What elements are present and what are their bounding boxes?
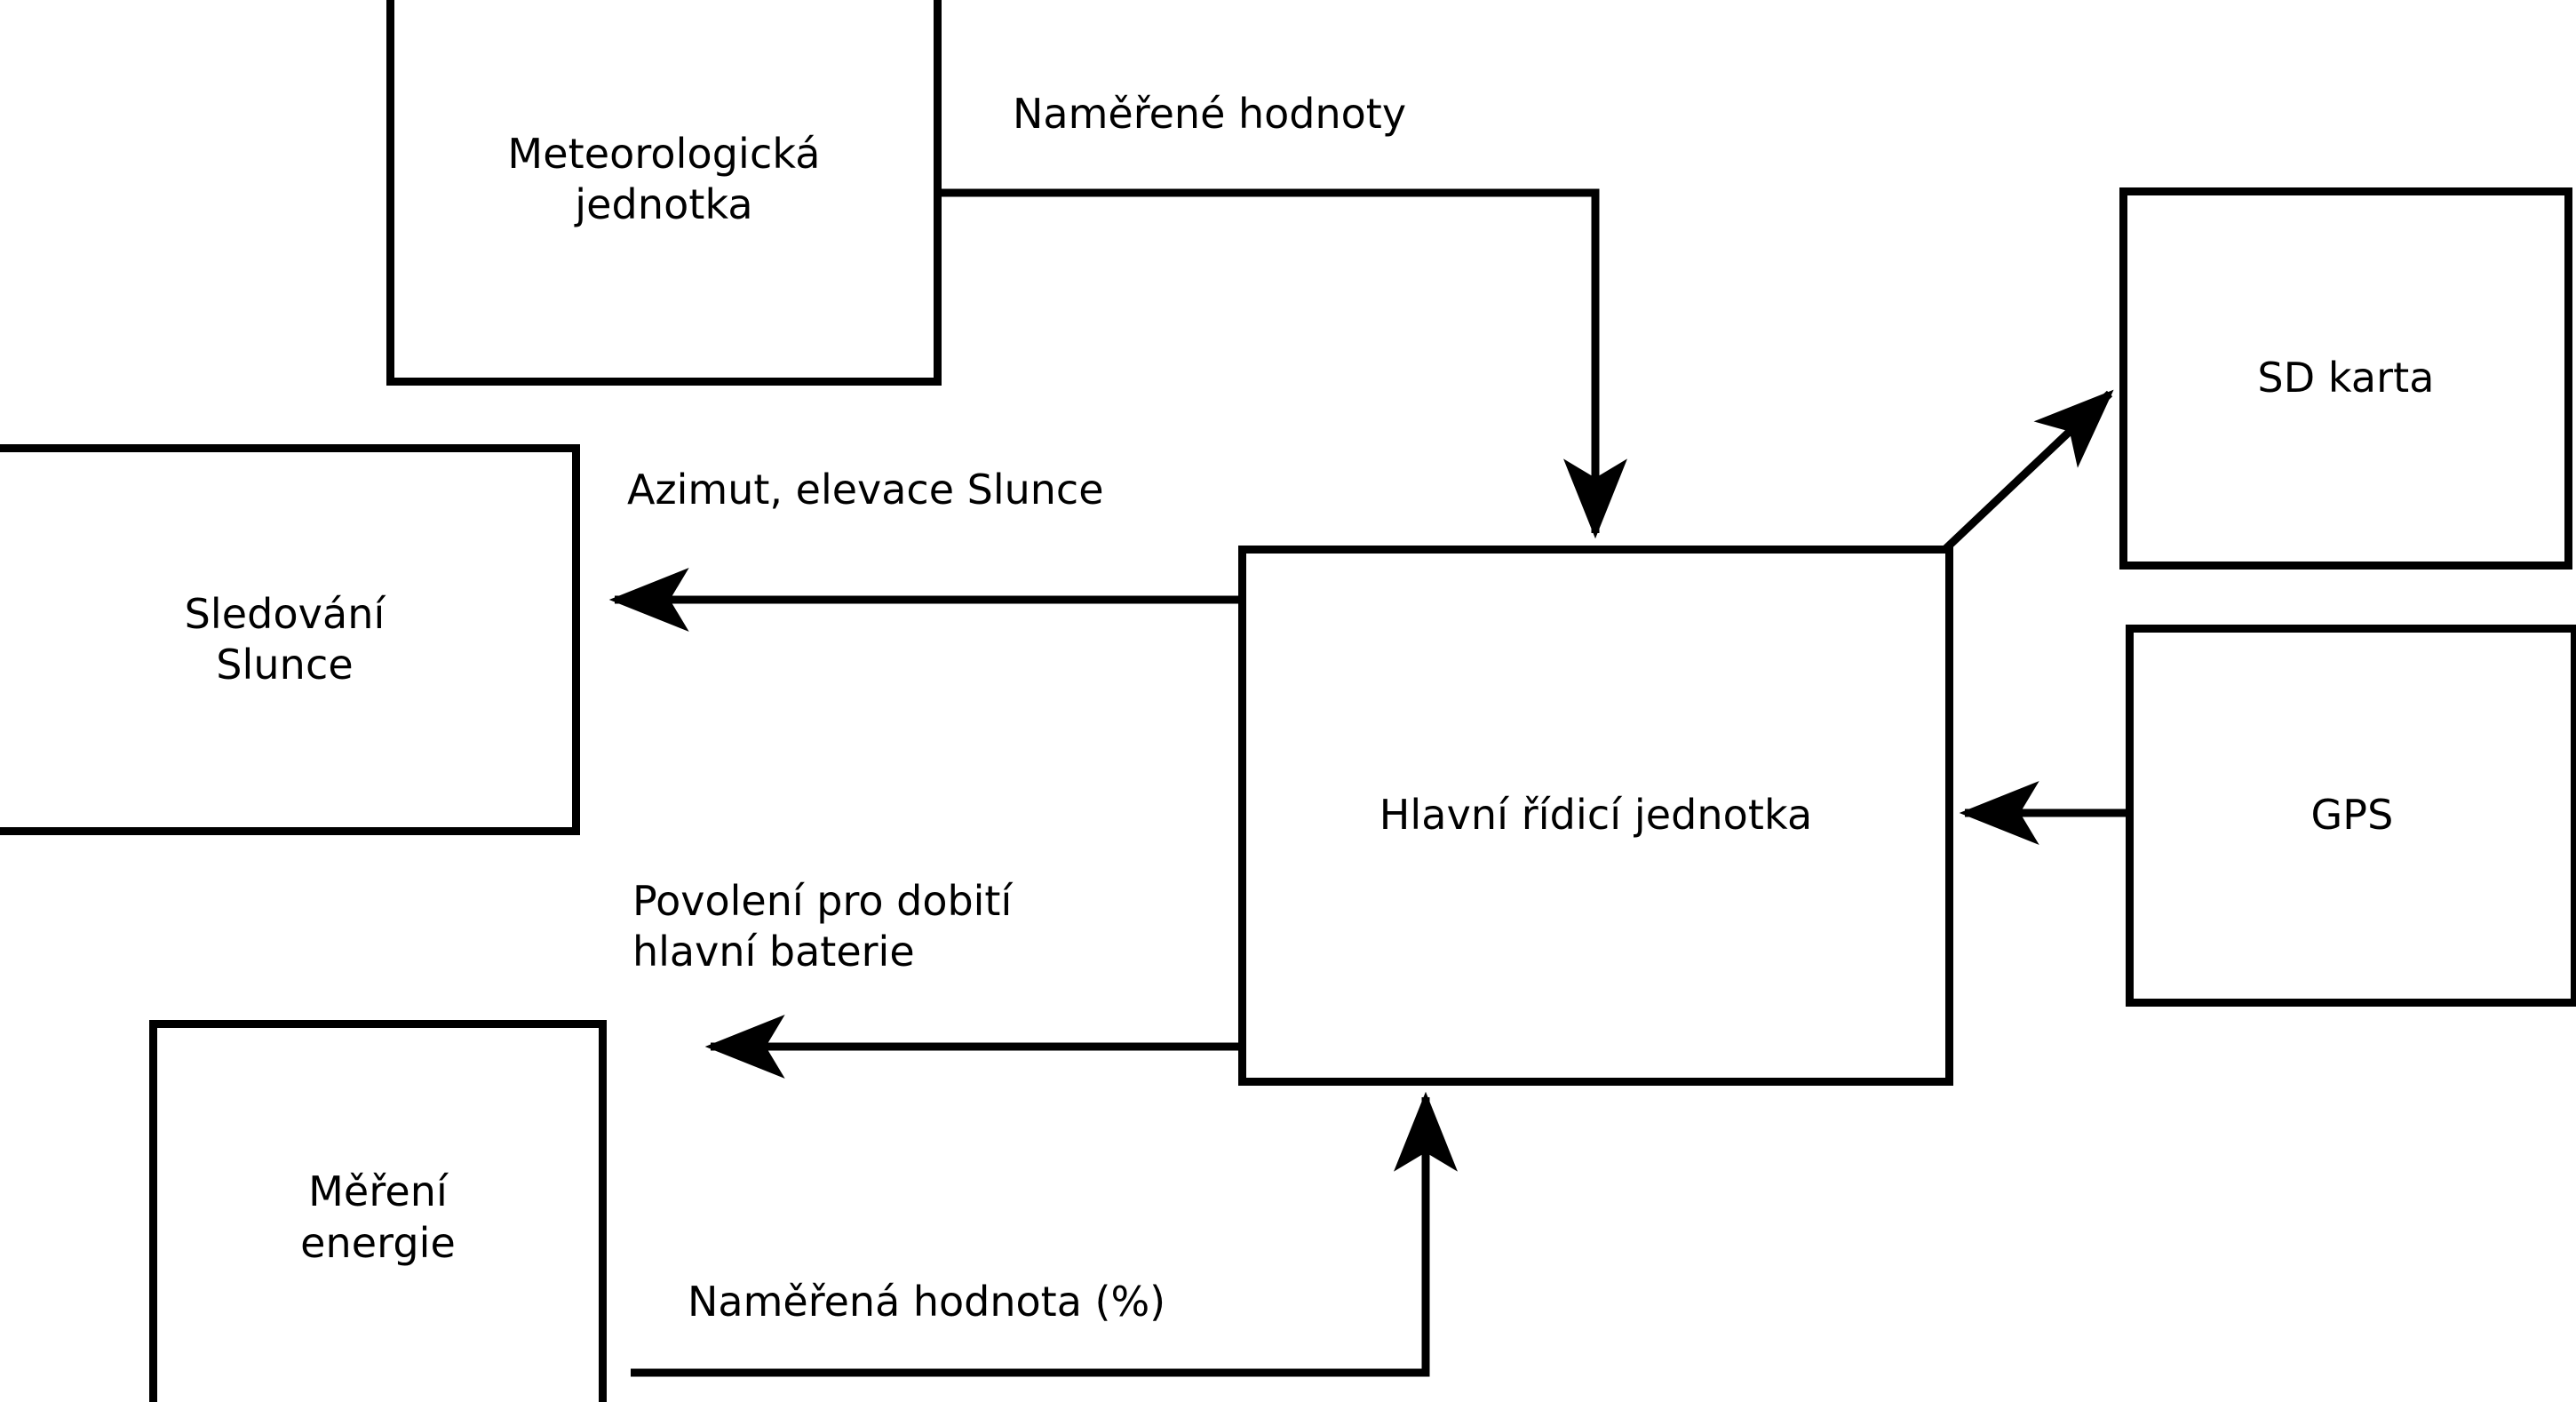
connector-main-to-sd (1942, 389, 2114, 553)
node-gps-label: GPS (2310, 791, 2394, 840)
node-sd-card-label: SD karta (2257, 354, 2435, 402)
node-sun-tracking-label: Sledování Slunce (184, 589, 386, 689)
node-meteorological-unit[interactable]: Meteorologická jednotka (386, 0, 942, 386)
node-energy-measurement-label: Měření energie (300, 1167, 456, 1267)
connector-energy-to-main (631, 1091, 1458, 1377)
node-gps[interactable]: GPS (2126, 625, 2576, 1007)
node-energy-measurement[interactable]: Měření energie (149, 1020, 607, 1402)
node-main-control-unit-label: Hlavní řídicí jednotka (1379, 791, 1813, 840)
node-meteorological-unit-label: Meteorologická jednotka (507, 129, 821, 228)
connector-meteo-to-main (937, 188, 1627, 539)
node-sd-card[interactable]: SD karta (2119, 187, 2572, 570)
node-sun-tracking[interactable]: Sledování Slunce (0, 444, 580, 835)
node-main-control-unit[interactable]: Hlavní řídicí jednotka (1238, 546, 1953, 1086)
